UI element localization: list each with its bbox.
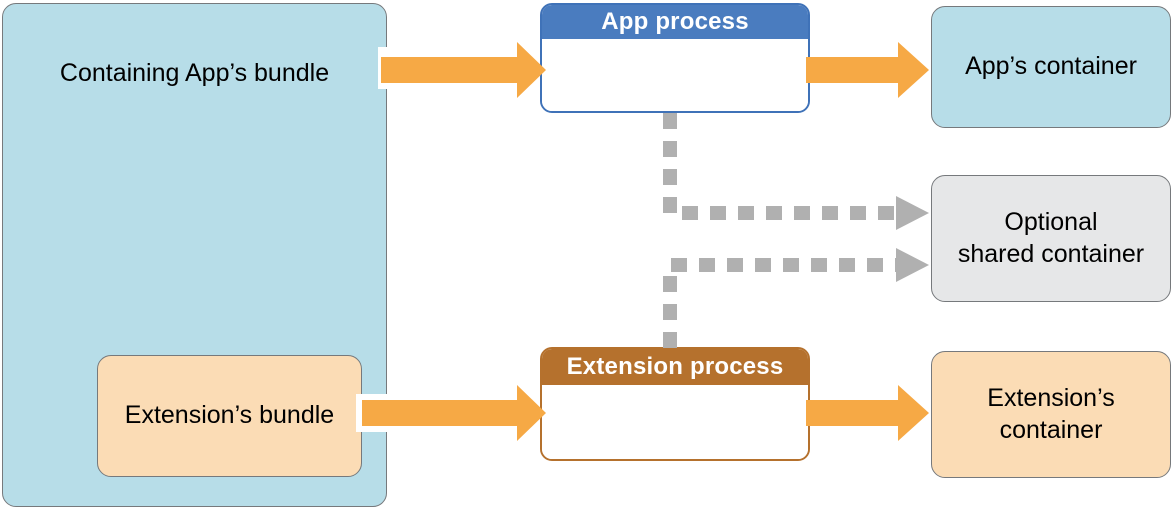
shared-container-label-line1: Optional xyxy=(1004,208,1098,237)
extension-process-label: Extension process xyxy=(566,353,784,380)
extension-bundle-box: Extension’s bundle xyxy=(97,355,362,477)
arrow-extension-process-to-shared-container xyxy=(663,248,929,348)
app-container-box: App’s container xyxy=(931,6,1171,128)
app-process-header: App process xyxy=(542,5,808,39)
arrow-extension-bundle-to-extension-process xyxy=(362,385,546,441)
extension-process-header: Extension process xyxy=(542,349,808,385)
app-container-label: App’s container xyxy=(965,52,1137,81)
shared-container-label: Optional shared container xyxy=(958,207,1144,270)
extension-container-label: Extension’s container xyxy=(987,383,1114,446)
containing-app-bundle-label: Containing App’s bundle xyxy=(59,59,330,87)
arrow-extension-process-to-extension-container xyxy=(806,385,929,441)
app-process-body xyxy=(542,39,808,111)
arrow-app-process-to-app-container xyxy=(806,42,929,98)
extension-container-box: Extension’s container xyxy=(931,351,1171,478)
shared-container-box: Optional shared container xyxy=(931,175,1171,302)
extension-container-label-line2: container xyxy=(999,415,1103,444)
arrow-containing-app-bundle-to-app-process xyxy=(381,42,546,98)
arrow-app-process-to-shared-container xyxy=(663,113,929,230)
extension-container-label-line1: Extension’s xyxy=(987,384,1115,413)
shared-container-label-line2: shared container xyxy=(957,239,1145,268)
extension-process-box: Extension process xyxy=(540,347,810,461)
app-process-label: App process xyxy=(601,8,749,35)
extension-process-body xyxy=(542,385,808,459)
extension-bundle-label: Extension’s bundle xyxy=(124,401,335,430)
app-process-box: App process xyxy=(540,3,810,113)
